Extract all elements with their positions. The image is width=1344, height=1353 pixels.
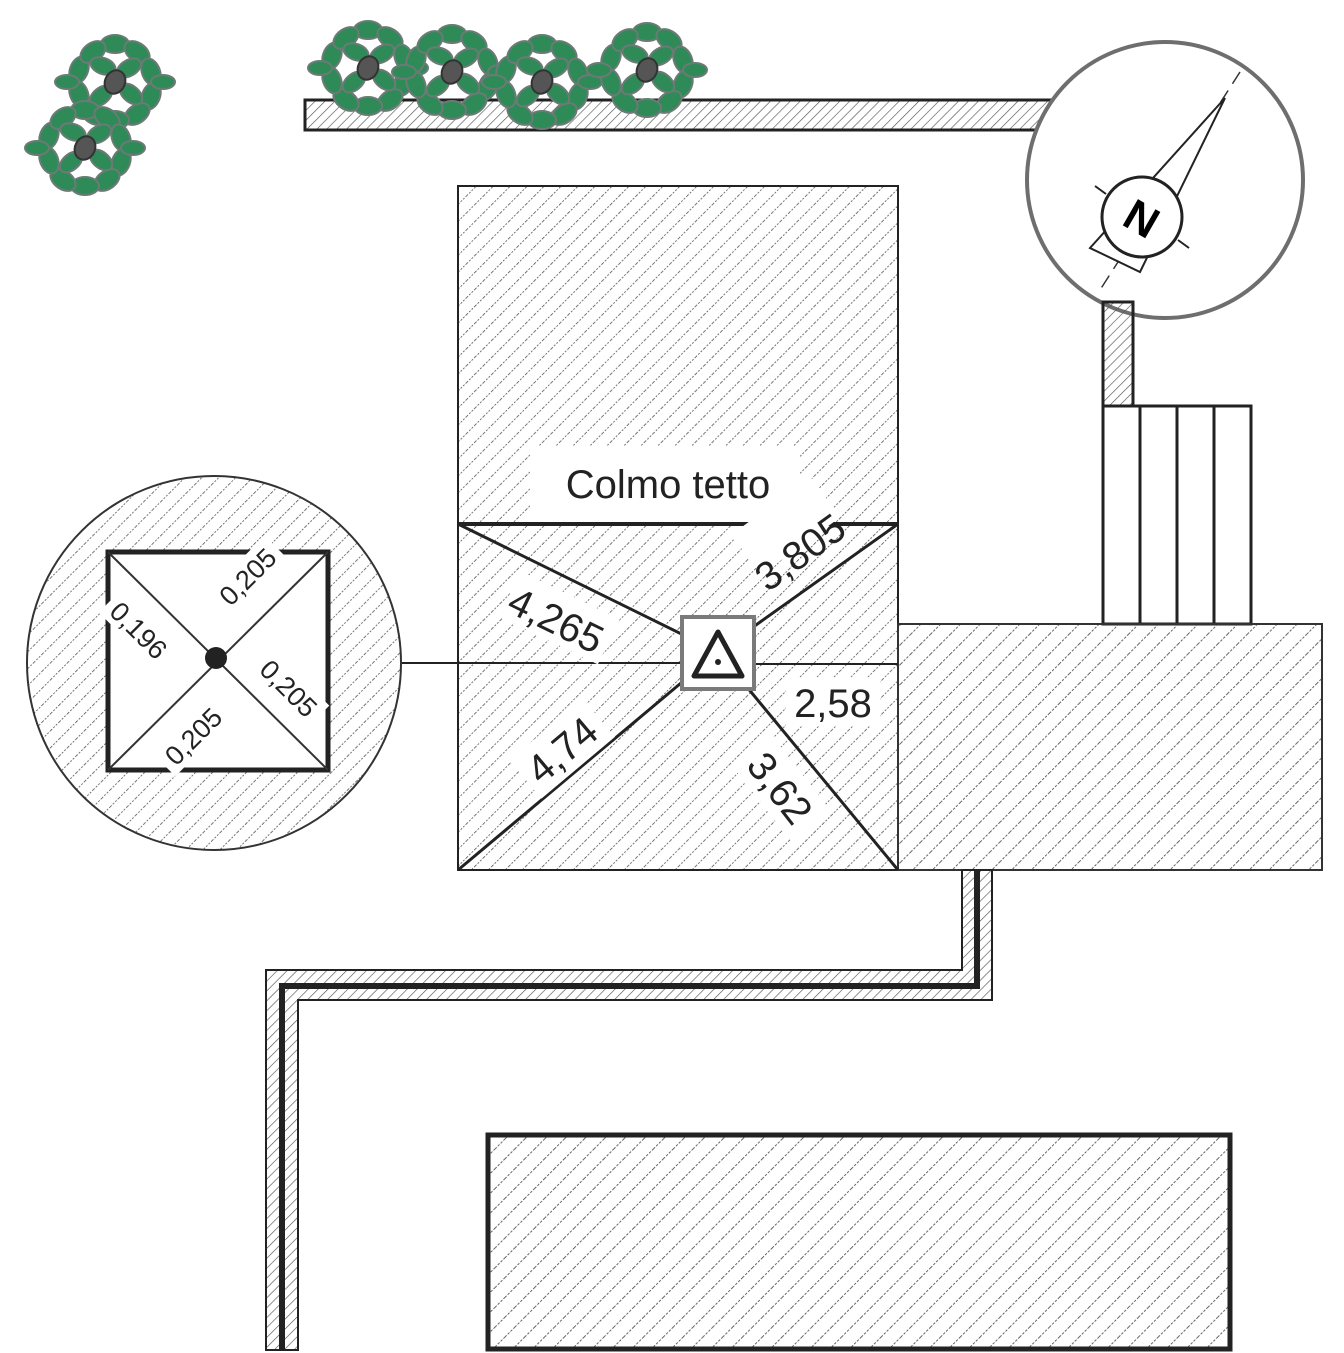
compass-rose-icon: N [1025, 40, 1305, 320]
annex-building [897, 623, 1323, 871]
roof-ridge-label: Colmo tetto [566, 463, 771, 507]
detail-callout: 0,205 0,196 0,205 0,205 [26, 475, 402, 851]
lower-building [485, 1132, 1233, 1352]
survey-point-triangle-icon [680, 615, 756, 691]
right-wall [1101, 300, 1135, 408]
boundary-path [265, 869, 993, 1351]
measure-right: 2,58 [794, 682, 872, 726]
station-dot-icon [205, 647, 227, 669]
steps [1101, 404, 1253, 626]
